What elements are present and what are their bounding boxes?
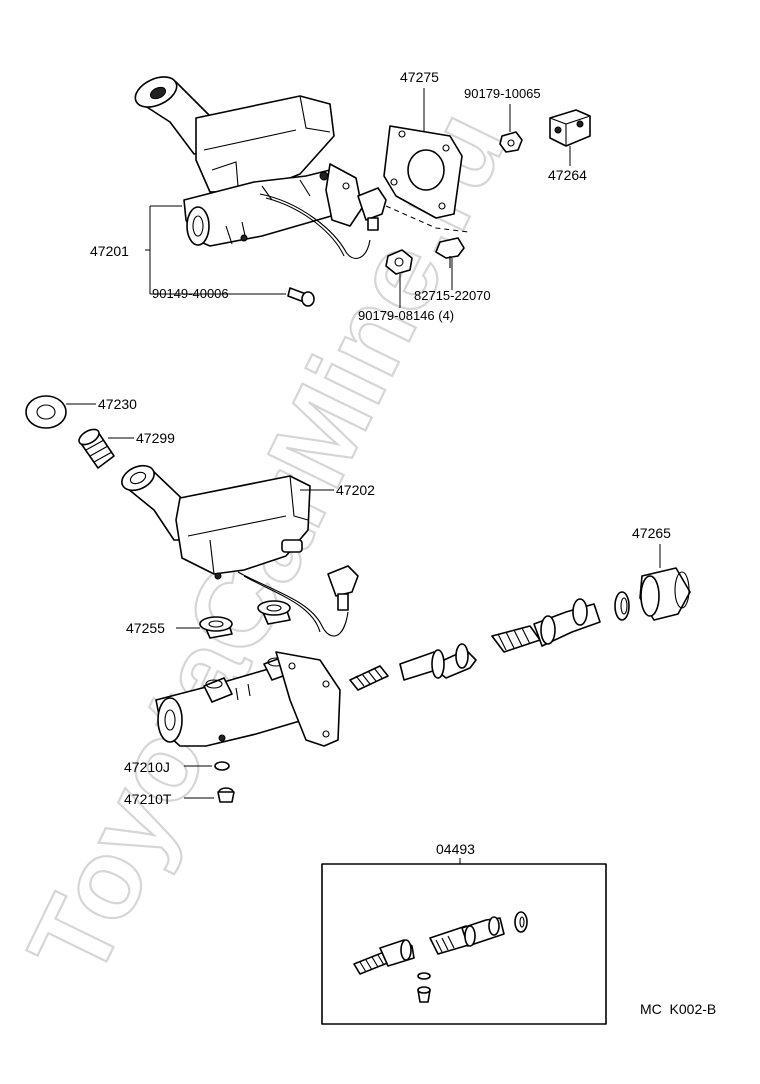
kit-04493-contents: [353, 911, 528, 1003]
strainer-47299: [78, 428, 115, 469]
label-47264: 47264: [548, 167, 587, 183]
grommet-47255-left: [199, 616, 233, 639]
label-90149-40006: 90149-40006: [152, 286, 229, 301]
reservoir-47202: [121, 464, 359, 637]
label-47202: 47202: [336, 482, 375, 498]
label-47275: 47275: [400, 69, 439, 85]
screw-47210T: [217, 787, 235, 803]
bracket-47264: [549, 109, 591, 147]
clip-82715-22070: [435, 237, 465, 268]
gasket-47275: [383, 125, 463, 219]
cap-47230: [25, 395, 67, 429]
screw-90149-40006: [287, 287, 315, 307]
spring: [349, 665, 389, 691]
label-90179-10065: 90179-10065: [464, 86, 541, 101]
secondary-piston: [399, 643, 477, 681]
label-47230: 47230: [98, 396, 137, 412]
grommet-47255-right: [257, 600, 291, 625]
label-90179-08146: 90179-08146 (4): [358, 308, 454, 323]
primary-piston: [491, 598, 601, 653]
label-47255: 47255: [126, 620, 165, 636]
diagram-code: MC K002-B: [640, 1001, 716, 1017]
label-82715-22070: 82715-22070: [414, 288, 491, 303]
boot-47265: [639, 567, 691, 621]
leader-47201: [145, 205, 286, 295]
master-cylinder-body: [155, 651, 341, 747]
nut-90179-08146: [385, 249, 413, 275]
label-47201: 47201: [90, 243, 129, 259]
nut-90179-10065: [499, 131, 523, 153]
snap-ring: [614, 591, 630, 621]
label-04493: 04493: [436, 841, 475, 857]
washer-47210J: [214, 761, 230, 771]
label-47210J: 47210J: [124, 759, 170, 775]
label-47265: 47265: [632, 525, 671, 541]
master-cylinder-assembly-top: [134, 76, 387, 259]
label-47210T: 47210T: [124, 791, 172, 807]
label-47299: 47299: [136, 430, 175, 446]
